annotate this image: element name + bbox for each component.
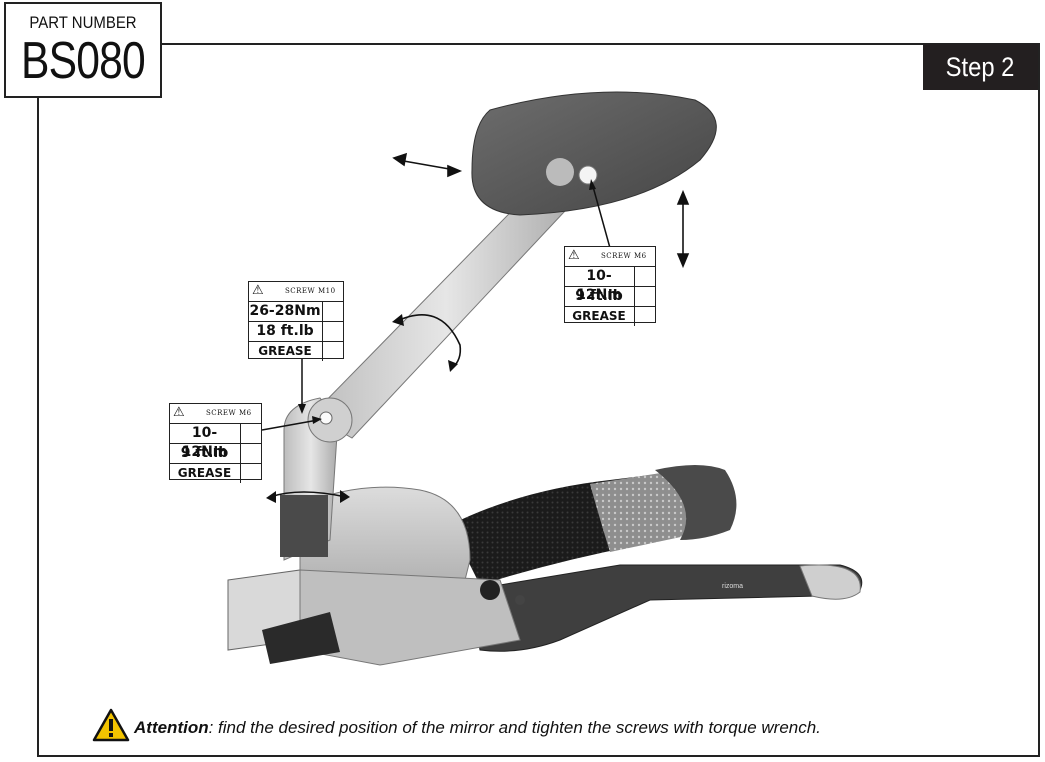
brand-mark: rizoma (722, 583, 743, 590)
document-frame (37, 43, 1040, 757)
step-badge: Step 2 (923, 44, 1038, 90)
torque-ftlb: 9 ft.lb (180, 445, 229, 461)
step-label: Step 2 (946, 52, 1015, 82)
torque-label-m10: ⚠ SCREW M10 26-28Nm 18 ft.lb GREASE (248, 281, 344, 361)
torque-wrench-icon (240, 444, 261, 463)
torque-wrench-icon (634, 267, 655, 286)
screw-size: SCREW M10 (285, 287, 336, 295)
screw-size: SCREW M6 (601, 252, 647, 260)
torque-label-m6-mirror: ⚠ SCREW M6 10-12Nm 9 ft.lb GREASE (564, 246, 656, 326)
grease-icon (634, 307, 655, 326)
warning-icon: ⚠ (568, 248, 580, 263)
grease-label: GREASE (258, 344, 312, 358)
torque-ftlb: 18 ft.lb (256, 323, 314, 339)
part-number-box: PART NUMBER BS080 (4, 2, 162, 98)
torque-wrench-icon (634, 287, 655, 306)
grease-icon (240, 464, 261, 483)
grease-label: GREASE (177, 466, 232, 480)
torque-label-m6-mount: ⚠ SCREW M6 10-12Nm 9 ft.lb GREASE (169, 403, 262, 483)
attention-title: Attention (134, 718, 209, 737)
part-number: BS080 (21, 32, 146, 90)
torque-nm: 10-12Nm (576, 268, 622, 303)
torque-nm: 26-28Nm (249, 303, 321, 319)
warning-icon: ⚠ (173, 405, 185, 420)
grease-label: GREASE (572, 309, 626, 323)
torque-ftlb: 9 ft.lb (575, 288, 623, 304)
torque-nm: 10-12Nm (181, 425, 228, 460)
grease-icon (322, 342, 343, 361)
warning-triangle-icon (92, 708, 130, 742)
torque-wrench-icon (322, 302, 343, 321)
screw-size: SCREW M6 (206, 409, 252, 417)
torque-wrench-icon (322, 322, 343, 341)
attention-text: : find the desired position of the mirro… (208, 718, 821, 737)
part-number-label: PART NUMBER (29, 13, 137, 32)
warning-icon: ⚠ (252, 283, 264, 298)
torque-wrench-icon (240, 424, 261, 443)
